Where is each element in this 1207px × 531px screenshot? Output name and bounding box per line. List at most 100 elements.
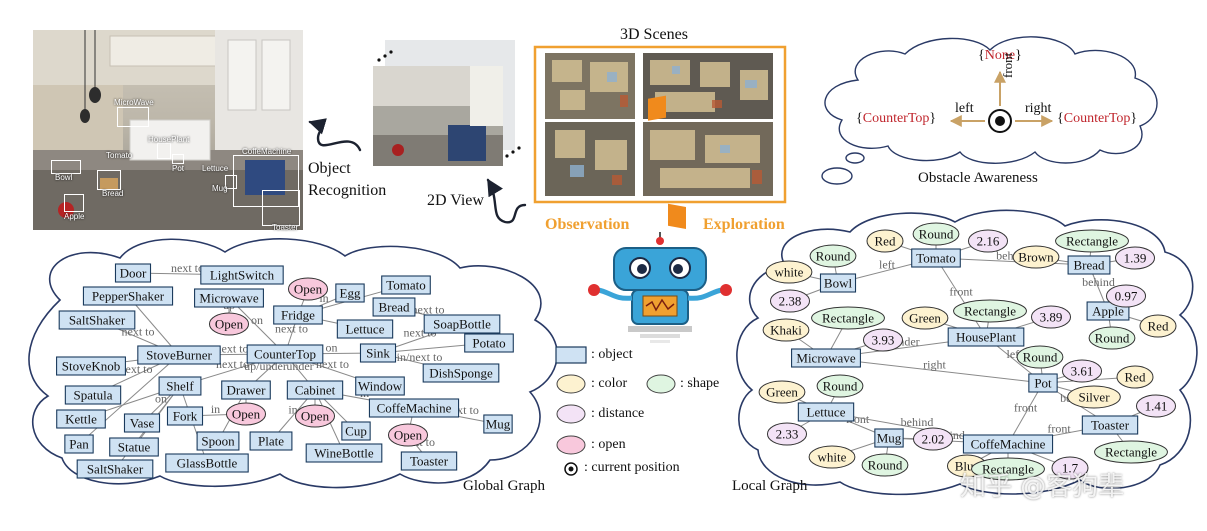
- global-node-box: [423, 314, 501, 334]
- global-node-label: WineBottle: [314, 446, 374, 461]
- bbox-lettuce: [225, 175, 237, 189]
- global-node-label: Statue: [118, 440, 151, 455]
- object-recognition-label: Object Recognition: [308, 160, 387, 199]
- global-node-label: Mug: [486, 417, 511, 432]
- global-node-ellipse: [387, 423, 429, 447]
- global-node-box: [464, 333, 514, 353]
- local-node-srect2: Rectangle: [953, 299, 1027, 323]
- global-node-opencabinet: Open: [294, 404, 336, 428]
- local-node-label: Lettuce: [807, 405, 846, 420]
- local-node-cgreen2: Green: [758, 380, 806, 404]
- global-node-label: Open: [232, 407, 261, 422]
- global-edge-label: next to: [412, 303, 445, 317]
- local-node-label: 2.38: [779, 294, 802, 309]
- bbox-microwave: [117, 107, 149, 127]
- global-node-label: Spoon: [201, 434, 235, 449]
- global-edge-label: next to: [316, 357, 349, 371]
- global-node-label: Fork: [173, 409, 198, 424]
- global-node-label: Lettuce: [346, 322, 385, 337]
- global-node-label: CounterTop: [254, 347, 316, 362]
- global-node-label: Shelf: [166, 379, 194, 394]
- local-node-bowl: Bowl: [819, 273, 857, 293]
- local-node-ellipse: [1135, 394, 1177, 418]
- local-node-ellipse: [912, 427, 954, 451]
- global-edge-label: in/next to: [397, 350, 443, 364]
- local-node-ellipse: [1094, 440, 1168, 464]
- scenes-3d-frame: [533, 45, 787, 204]
- global-node-pan: Pan: [64, 434, 94, 454]
- local-node-box: [1081, 415, 1139, 435]
- local-node-ellipse: [1051, 456, 1089, 480]
- global-node-label: SaltShaker: [69, 313, 126, 328]
- local-node-sround5: Round: [816, 374, 864, 398]
- local-node-label: Silver: [1078, 390, 1110, 405]
- global-node-vase: Vase: [123, 413, 161, 433]
- legend-object: : object: [591, 347, 633, 362]
- global-node-label: Open: [301, 409, 330, 424]
- local-node-ellipse: [861, 453, 909, 477]
- global-node-label: DishSponge: [429, 366, 493, 381]
- local-node-label: 2.02: [922, 432, 945, 447]
- global-node-kettle: Kettle: [56, 409, 106, 429]
- local-node-d216: 2.16: [967, 229, 1009, 253]
- global-node-label: Spatula: [74, 388, 113, 403]
- local-node-box: [911, 248, 961, 268]
- local-node-microwave: Microwave: [791, 348, 861, 368]
- global-node-fork: Fork: [166, 406, 204, 426]
- global-edge-label: in: [319, 291, 328, 305]
- local-node-mug: Mug: [874, 428, 904, 448]
- global-node-egg: Egg: [335, 283, 365, 303]
- global-node-ellipse: [208, 312, 250, 336]
- local-node-label: white: [775, 265, 804, 280]
- global-node-spatula: Spatula: [64, 385, 122, 405]
- global-node-spoon: Spoon: [196, 431, 240, 451]
- bbox-bowl: [51, 160, 81, 174]
- global-node-stoveknob: StoveKnob: [56, 356, 126, 376]
- global-edge-label: next to: [120, 362, 153, 376]
- tag-coffemachine: CoffeMachine: [242, 147, 292, 156]
- global-node-box: [137, 345, 221, 365]
- local-node-box: [1028, 373, 1058, 393]
- global-node-openfridge: Open: [287, 277, 329, 301]
- local-node-box: [791, 348, 861, 368]
- obstacle-right-label: right: [1025, 101, 1052, 116]
- local-node-ellipse: [953, 299, 1027, 323]
- watermark: 知乎 @客狗辈: [960, 472, 1125, 502]
- global-edge-label: next to: [216, 357, 249, 371]
- local-node-ellipse: [809, 244, 857, 268]
- global-node-toaster: Toaster: [400, 451, 458, 471]
- local-node-label: CoffeMachine: [971, 437, 1046, 452]
- local-node-srect4: Rectangle: [971, 457, 1045, 481]
- local-node-cwhite2: white: [808, 445, 856, 469]
- local-node-label: 3.61: [1071, 364, 1094, 379]
- global-node-label: PepperShaker: [92, 289, 165, 304]
- tag-microwave: MicroWave: [114, 98, 154, 107]
- global-node-label: Sink: [366, 346, 390, 361]
- local-node-ellipse: [1061, 359, 1103, 383]
- local-node-d389: 3.89: [1030, 305, 1072, 329]
- local-node-label: Rectangle: [964, 304, 1016, 319]
- obstacle-cloud: [821, 36, 1158, 185]
- global-node-openmw: Open: [208, 312, 250, 336]
- global-node-label: Pan: [69, 437, 89, 452]
- global-node-label: Open: [215, 317, 244, 332]
- local-node-ellipse: [1114, 246, 1156, 270]
- local-node-label: HousePlant: [956, 330, 1016, 345]
- local-node-d393: 3.93: [862, 328, 904, 352]
- local-node-sround2: Round: [809, 244, 857, 268]
- local-node-bread: Bread: [1067, 255, 1111, 275]
- global-node-opencoffe: Open: [387, 423, 429, 447]
- local-node-label: 2.16: [977, 234, 1000, 249]
- global-node-label: Open: [394, 428, 423, 443]
- local-node-d238: 2.38: [769, 289, 811, 313]
- local-node-ellipse: [967, 229, 1009, 253]
- obstacle-title: Obstacle Awareness: [918, 170, 1038, 186]
- global-node-sink: Sink: [359, 343, 397, 363]
- global-node-box: [286, 380, 344, 400]
- local-edge: [1007, 382, 1044, 445]
- global-node-box: [123, 413, 161, 433]
- global-edge-label: next to: [171, 261, 204, 275]
- local-node-label: Red: [875, 234, 896, 249]
